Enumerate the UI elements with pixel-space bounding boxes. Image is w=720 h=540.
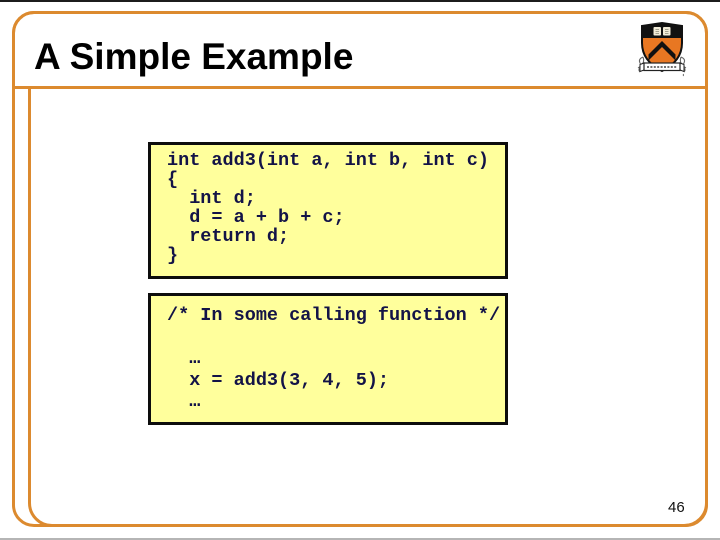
code-line: { [167,169,179,190]
code-line: d = a + b + c; [167,207,345,228]
code-lines: int add3(int a, int b, int c) { int d; d… [151,145,505,265]
code-line: int add3(int a, int b, int c) [167,150,489,171]
code-line [167,327,501,349]
slide-title-frame [12,11,708,89]
code-box-calling-function: /* In some calling function */ … x = add… [148,293,508,425]
code-line: … [167,391,201,412]
code-line: int d; [167,188,256,209]
screen-top-edge [0,0,720,2]
code-line: /* In some calling function */ [167,305,501,326]
code-box-add3-definition: int add3(int a, int b, int c) { int d; d… [148,142,508,279]
code-lines: /* In some calling function */ … x = add… [151,296,505,413]
code-line: … [167,348,201,369]
page-number: 46 [668,499,685,516]
princeton-shield-logo [637,22,687,77]
code-line: x = add3(3, 4, 5); [167,369,390,391]
screen-bottom-edge [0,538,720,540]
slide-title: A Simple Example [34,36,354,77]
code-line: } [167,245,179,266]
code-line: return d; [167,226,290,247]
